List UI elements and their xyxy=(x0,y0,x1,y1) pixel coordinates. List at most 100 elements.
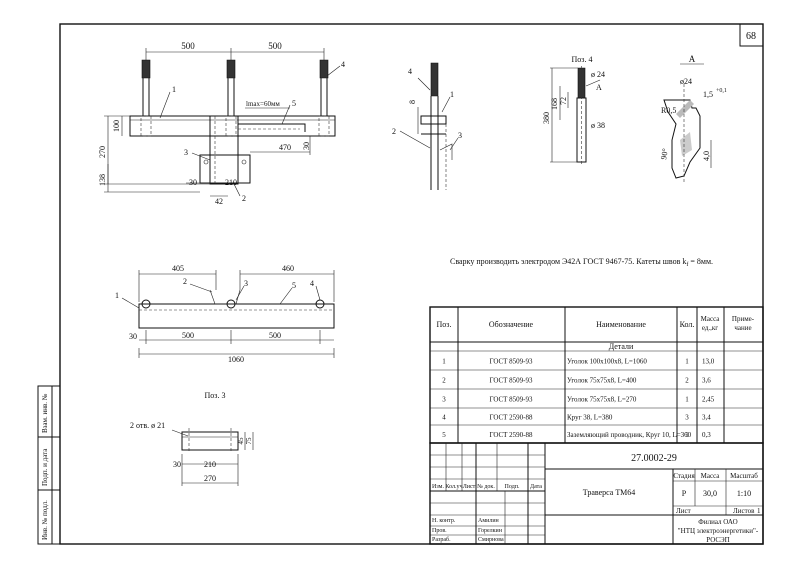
stamp-podp-data: Подп. и дата xyxy=(41,448,49,486)
spec-cell-qty: 3 xyxy=(685,414,689,422)
tb-col-doc: № док. xyxy=(477,484,495,490)
detail-d24: ø24 xyxy=(680,77,692,86)
spec-cell-pos: 3 xyxy=(442,396,446,404)
tb-org-1: Филиал ОАО xyxy=(698,518,737,526)
dim-270: 270 xyxy=(98,146,107,158)
spec-cell-name: Уголок 100х100х8, L=1060 xyxy=(567,358,647,366)
pos3-45: 45 xyxy=(237,437,245,445)
th-mass: Масса xyxy=(701,315,721,323)
tb-col-podp: Подп. xyxy=(505,484,520,490)
tb-sheets-label: Листов xyxy=(733,507,755,515)
leader-side-3: 3 xyxy=(458,131,462,140)
svg-text:чание: чание xyxy=(734,324,751,332)
dim-138: 138 xyxy=(98,174,107,186)
spec-cell-mass: 0,3 xyxy=(702,431,711,439)
th-name: Наименование xyxy=(596,320,646,329)
weld-note: Сварку производить электродом Э42А ГОСТ … xyxy=(450,257,713,268)
spec-cell-mass: 2,45 xyxy=(702,396,715,404)
dim-380: 380 xyxy=(542,112,551,124)
th-pos: Поз. xyxy=(437,320,452,329)
th-qty: Кол. xyxy=(680,320,695,329)
tb-doc-code: 27.0002-29 xyxy=(631,453,677,464)
detail-d40: 4,0 xyxy=(702,151,711,161)
dim-500-c: 500 xyxy=(182,331,194,340)
tb-scale-label: Масштаб xyxy=(730,472,758,480)
dim-lmax: lmax=60мм xyxy=(246,100,280,108)
spec-cell-pos: 1 xyxy=(442,358,446,366)
spec-cell-qty: 1 xyxy=(685,396,689,404)
pin-right xyxy=(319,59,329,116)
tb-scale: 1:10 xyxy=(737,489,751,498)
tb-name-2: Смирнова xyxy=(478,537,504,543)
dim-168: 168 xyxy=(550,98,559,110)
spec-cell-mass: 3,4 xyxy=(702,414,711,422)
title-block: Изм. Кол.уч Лист № док. Подп. Дата Н. ко… xyxy=(429,442,764,545)
outer-frame xyxy=(59,23,764,545)
pos3-270: 270 xyxy=(204,474,216,483)
spec-cell-pos: 5 xyxy=(442,431,446,439)
dim-500-a: 500 xyxy=(181,41,195,51)
tb-role-2: Разраб. xyxy=(432,536,451,543)
dim-1060: 1060 xyxy=(228,355,244,364)
pos3-holes: 2 отв. ø 21 xyxy=(130,421,165,430)
pin-left xyxy=(141,59,151,116)
tb-name-1: Горелкин xyxy=(478,528,503,534)
dim-d38: ø 38 xyxy=(591,121,605,130)
spec-cell-code: ГОСТ 8509-93 xyxy=(489,377,533,385)
detail-a-label: А xyxy=(596,83,602,92)
spec-cell-qty: 2 xyxy=(685,377,689,385)
leader-3: 3 xyxy=(184,148,188,157)
spec-cell-code: ГОСТ 2590-88 xyxy=(489,431,533,439)
side-stamp: Инв. № подл. Подп. и дата Взам. инв. № xyxy=(37,385,61,545)
tb-stage: Р xyxy=(682,489,687,498)
tb-sheet-label: Лист xyxy=(676,507,691,515)
detail-a-view: А ø24 R0,5 1,5 +0,1 4,0 90° xyxy=(659,54,727,182)
tb-mass: 30,0 xyxy=(703,489,717,498)
dim-42: 42 xyxy=(215,197,223,206)
tb-mass-label: Масса xyxy=(701,472,721,480)
dim-d24: ø 24 xyxy=(591,70,605,79)
th-code: Обозначение xyxy=(489,320,534,329)
detail-90deg: 90° xyxy=(659,148,670,161)
side-view: 8 4 1 2 3 xyxy=(392,62,462,190)
leader-plan-5: 5 xyxy=(292,281,296,290)
leader-2: 2 xyxy=(242,194,246,203)
front-view: 500 500 270 100 138 30 210 42 470 30 lma… xyxy=(98,41,345,206)
dim-500-d: 500 xyxy=(269,331,281,340)
tb-title: Траверса ТМ64 xyxy=(583,488,636,497)
pin-mid xyxy=(226,59,236,116)
leader-5: 5 xyxy=(292,99,296,108)
dim-405: 405 xyxy=(172,264,184,273)
svg-text:ед.,кг: ед.,кг xyxy=(702,324,718,332)
page-number: 68 xyxy=(746,31,756,42)
dim-210: 210 xyxy=(225,178,237,187)
detail-a-title: А xyxy=(689,54,696,64)
spec-cell-code: ГОСТ 8509-93 xyxy=(489,358,533,366)
tb-name-0: Амилин xyxy=(478,518,500,524)
dim-72: 72 xyxy=(559,97,568,105)
tb-org-3: РОСЭП xyxy=(706,536,729,544)
spec-cell-code: ГОСТ 8509-93 xyxy=(489,396,533,404)
plan-view: 405 460 500 500 30 1060 1 2 3 5 4 xyxy=(115,264,335,364)
spec-cell-mass: 3,6 xyxy=(702,377,711,385)
spec-cell-name: Круг 38, L=380 xyxy=(567,414,613,422)
tb-org-2: "НТЦ электроэнергетики"- xyxy=(678,527,759,535)
leader-side-4: 4 xyxy=(408,67,412,76)
tb-role-0: Н. контр. xyxy=(432,518,456,524)
tb-role-1: Пров. xyxy=(432,528,447,534)
dim-30-c: 30 xyxy=(129,332,137,341)
spec-cell-code: ГОСТ 2590-88 xyxy=(489,414,533,422)
dim-100: 100 xyxy=(112,120,121,132)
spec-cell-pos: 2 xyxy=(442,377,446,385)
pos3-75: 75 xyxy=(245,437,253,445)
spec-cell-name: Уголок 75х75х8, L=270 xyxy=(567,396,637,404)
section-details: Детали xyxy=(609,342,634,351)
tb-col-list: Лист xyxy=(463,484,476,490)
pos4-title: Поз. 4 xyxy=(572,55,593,64)
detail-chamfer: 1,5 xyxy=(703,90,713,99)
leader-plan-3: 3 xyxy=(244,279,248,288)
stamp-inv-podl: Инв. № подл. xyxy=(41,500,49,540)
dim-470: 470 xyxy=(279,143,291,152)
tb-col-data: Дата xyxy=(530,484,542,490)
